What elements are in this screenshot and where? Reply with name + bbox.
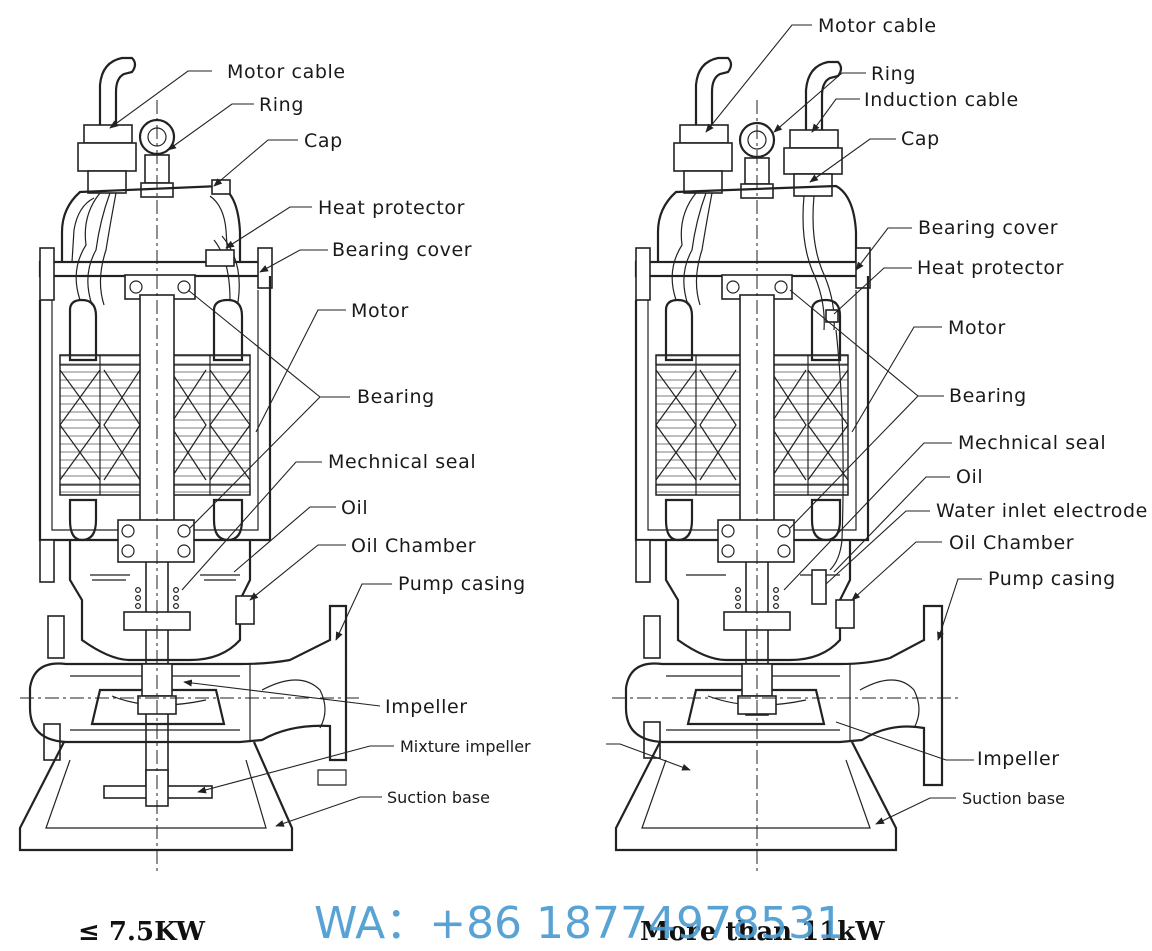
label-ring-right: Ring [871, 63, 916, 85]
motor-cap [60, 184, 242, 262]
label-mechanical-seal: Mechnical seal [328, 451, 476, 473]
left-labels: Motor cable Ring Cap Heat protector Bear… [227, 61, 531, 807]
left-pump-drawing [18, 56, 360, 875]
caption-left: ≤ 7.5KW [78, 917, 206, 947]
label-motor-cable-right: Motor cable [818, 15, 937, 37]
label-heat-protector: Heat protector [318, 197, 465, 219]
cable-gland-nut [77, 142, 137, 172]
bearing-cover-flange [38, 260, 272, 278]
right-pump-drawing [612, 56, 960, 875]
label-suction-base: Suction base [387, 788, 490, 807]
motor-cable-drawing [98, 56, 137, 125]
impeller-drawing [90, 688, 226, 726]
lower-bearing [117, 519, 195, 563]
suction-base-drawing [18, 741, 294, 852]
label-heat-protector-right: Heat protector [917, 257, 1064, 279]
label-mixture-impeller: Mixture impeller [400, 737, 531, 756]
label-pump-casing: Pump casing [398, 573, 526, 595]
label-ring: Ring [259, 94, 304, 116]
label-motor: Motor [351, 300, 409, 322]
label-impeller: Impeller [385, 696, 468, 718]
induction-cable-drawing [804, 60, 843, 130]
watermark-text: WA：+86 18774978531 [314, 898, 844, 949]
label-motor-cable: Motor cable [227, 61, 346, 83]
label-motor-right: Motor [948, 317, 1006, 339]
label-bearing-cover-right: Bearing cover [918, 217, 1058, 239]
right-labels: Motor cable Ring Induction cable Cap Bea… [818, 15, 1148, 808]
cable-gland [83, 124, 133, 144]
cable-gland-base [87, 170, 127, 194]
label-suction-base-right: Suction base [962, 789, 1065, 808]
pump-casing-drawing-right [624, 604, 944, 787]
label-water-inlet-electrode: Water inlet electrode [936, 500, 1148, 522]
impeller-drawing-right [686, 688, 826, 726]
label-bearing-right: Bearing [949, 385, 1027, 407]
suction-base-drawing-right [614, 741, 898, 852]
label-induction-cable: Induction cable [864, 89, 1019, 111]
oil-chamber [68, 540, 252, 662]
label-oil: Oil [341, 497, 368, 519]
oil-chamber-right [664, 540, 852, 662]
wire [75, 192, 101, 301]
right-leader-lines [606, 24, 982, 825]
top-bolt-left [39, 247, 55, 301]
left-leader-lines [109, 70, 394, 827]
label-impeller-right: Impeller [977, 748, 1060, 770]
label-mechanical-seal-right: Mechnical seal [958, 432, 1106, 454]
pump-casing-drawing [28, 604, 348, 762]
label-cap-right: Cap [901, 128, 940, 150]
water-inlet-electrode-drawing [811, 569, 827, 605]
label-bearing: Bearing [357, 386, 435, 408]
label-oil-chamber-right: Oil Chamber [949, 532, 1074, 554]
label-oil-right: Oil [956, 466, 983, 488]
label-pump-casing-right: Pump casing [988, 568, 1116, 590]
label-oil-chamber: Oil Chamber [351, 535, 476, 557]
heat-protector-drawing [205, 249, 235, 267]
caption-right: More than 11kW [640, 917, 885, 947]
label-cap: Cap [304, 130, 343, 152]
motor-cap-right [656, 184, 858, 262]
motor-cable-drawing-right [694, 56, 733, 125]
label-bearing-cover: Bearing cover [332, 239, 472, 261]
